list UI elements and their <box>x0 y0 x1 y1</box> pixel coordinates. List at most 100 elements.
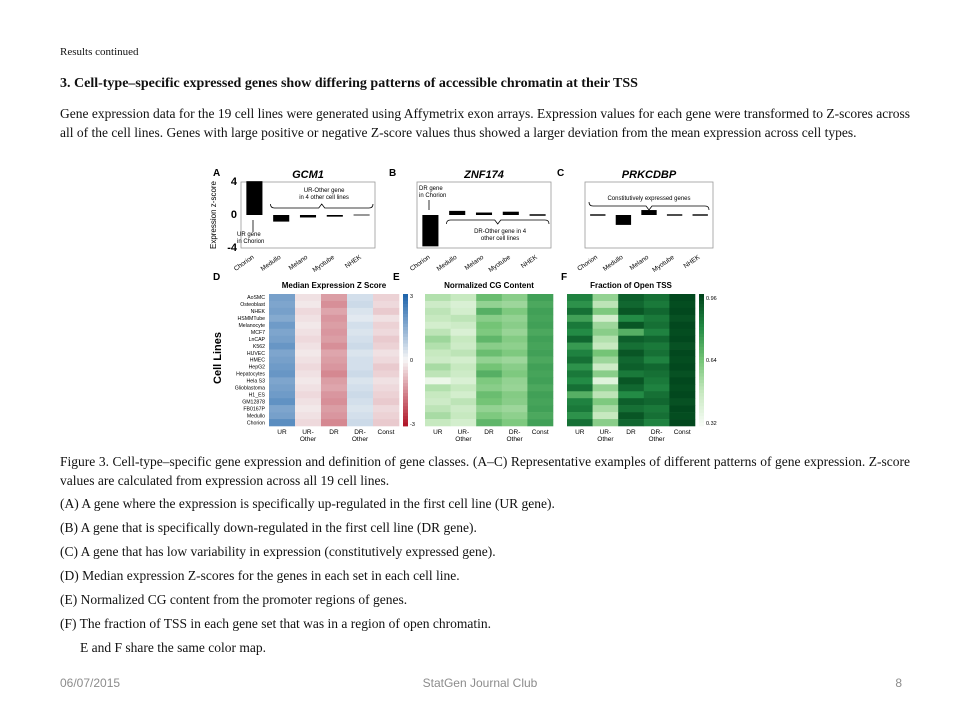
heatmap-cell <box>618 419 645 427</box>
colorbar-segment <box>403 363 408 367</box>
callout-label: UR gene <box>237 232 261 238</box>
heatmap-cell <box>476 405 503 413</box>
colorbar-segment <box>699 294 704 298</box>
cell-line-label: K562 <box>253 344 265 350</box>
cell-line-label: Medullo <box>247 413 265 419</box>
colorbar-segment <box>699 300 704 305</box>
bar-category-label: Melano <box>629 254 651 272</box>
heatmap-cell <box>669 370 696 378</box>
heatmap-column-label: UR <box>575 429 585 436</box>
heatmap-cell <box>373 335 400 343</box>
colorbar-segment <box>403 323 408 328</box>
heatmap-column-sublabel: Other <box>455 436 472 442</box>
heatmap-cell <box>669 294 696 302</box>
colorbar-segment <box>699 346 704 351</box>
colorbar-segment <box>699 369 704 374</box>
heatmap-cell <box>592 349 619 357</box>
colorbar-segment <box>403 300 408 305</box>
colorbar-segment <box>699 360 704 364</box>
heatmap-cell <box>450 335 477 343</box>
heatmap-cell <box>527 349 554 357</box>
cell-line-label: Osteoblast <box>240 302 265 308</box>
heatmap-cell <box>373 314 400 323</box>
heatmap-cell <box>321 377 348 385</box>
heatmap-cell <box>347 370 374 378</box>
heatmap-cell <box>450 412 477 420</box>
bar <box>475 212 493 215</box>
heatmap-cell <box>269 300 296 309</box>
bar <box>326 215 343 217</box>
colorbar-segment <box>403 393 408 397</box>
bar-category-label: Chorion <box>409 254 432 273</box>
heatmap-cell <box>373 384 400 392</box>
heatmap-cell <box>592 307 619 316</box>
heatmap-cell <box>476 356 503 364</box>
gene-name: ZNF174 <box>463 169 504 181</box>
heatmap-cell <box>347 384 374 392</box>
heatmap-cell <box>269 405 296 413</box>
heatmap-cell <box>450 398 477 406</box>
heatmap-cell <box>501 356 528 364</box>
heatmap-cell <box>321 384 348 392</box>
heatmap-column-label: UR <box>433 429 443 436</box>
heatmap-cell <box>643 294 670 302</box>
panel-annotation: UR-Other gene <box>304 188 345 194</box>
heatmap-cell <box>269 384 296 392</box>
heatmap-cell <box>476 419 503 427</box>
bar-category-label: Medullo <box>602 254 625 273</box>
heatmap-cell <box>567 335 593 343</box>
heatmap-cell <box>618 349 645 357</box>
heatmap-cell <box>527 342 554 350</box>
heatmap-cell <box>269 419 296 427</box>
bar-category-label: Melano <box>288 254 310 272</box>
heatmap-column-label: UR- <box>600 429 612 436</box>
colorbar-tick-label: 0.32 <box>706 421 717 427</box>
heatmap-cell <box>567 398 593 406</box>
heatmap-cell <box>269 328 296 336</box>
heatmap-cell <box>592 419 619 427</box>
heatmap-cell <box>425 307 451 316</box>
heatmap-cell <box>295 356 322 364</box>
heatmap-cell <box>527 412 554 420</box>
colorbar-segment <box>403 317 408 321</box>
heatmap-cell <box>669 419 696 427</box>
colorbar-segment <box>403 402 408 407</box>
heatmap-cell <box>347 412 374 420</box>
gene-name: GCM1 <box>292 169 324 181</box>
heatmap-cell <box>592 412 619 420</box>
heatmap-cell <box>347 335 374 343</box>
colorbar-segment <box>403 373 408 377</box>
cell-line-label: Hela S3 <box>247 379 266 385</box>
heatmap-cell <box>450 370 477 378</box>
cell-line-label: HUVEC <box>247 351 265 357</box>
colorbar-segment <box>403 307 408 311</box>
colorbar-segment <box>403 369 408 374</box>
heatmap-cell <box>269 335 296 343</box>
heatmap-cell <box>450 363 477 371</box>
heatmap-cell <box>501 412 528 420</box>
heatmap-cell <box>669 356 696 364</box>
heatmap-cell <box>425 405 451 413</box>
heatmap-cell <box>592 356 619 364</box>
cell-line-label: Hepatocytes <box>236 372 265 378</box>
heatmap-cell <box>643 419 670 427</box>
heatmap-cell <box>269 370 296 378</box>
colorbar-segment <box>699 383 704 387</box>
heatmap-cell <box>373 342 400 350</box>
heatmap-cell <box>618 314 645 323</box>
cell-line-label: H1_ES <box>249 392 266 398</box>
bar-category-label: NHEK <box>344 254 363 270</box>
heatmap-cell <box>347 300 374 309</box>
heatmap-cell <box>425 342 451 350</box>
bar <box>449 210 466 215</box>
heatmap-cell <box>501 335 528 343</box>
heatmap-cell <box>592 294 619 302</box>
heatmap-cell <box>567 377 593 385</box>
heatmap-cell <box>425 314 451 323</box>
colorbar-segment <box>699 409 704 414</box>
callout-label: DR gene <box>419 186 443 192</box>
panel-description-a: (A) A gene where the expression is speci… <box>60 496 555 511</box>
heatmap-cell <box>669 412 696 420</box>
colorbar-segment <box>699 343 704 348</box>
